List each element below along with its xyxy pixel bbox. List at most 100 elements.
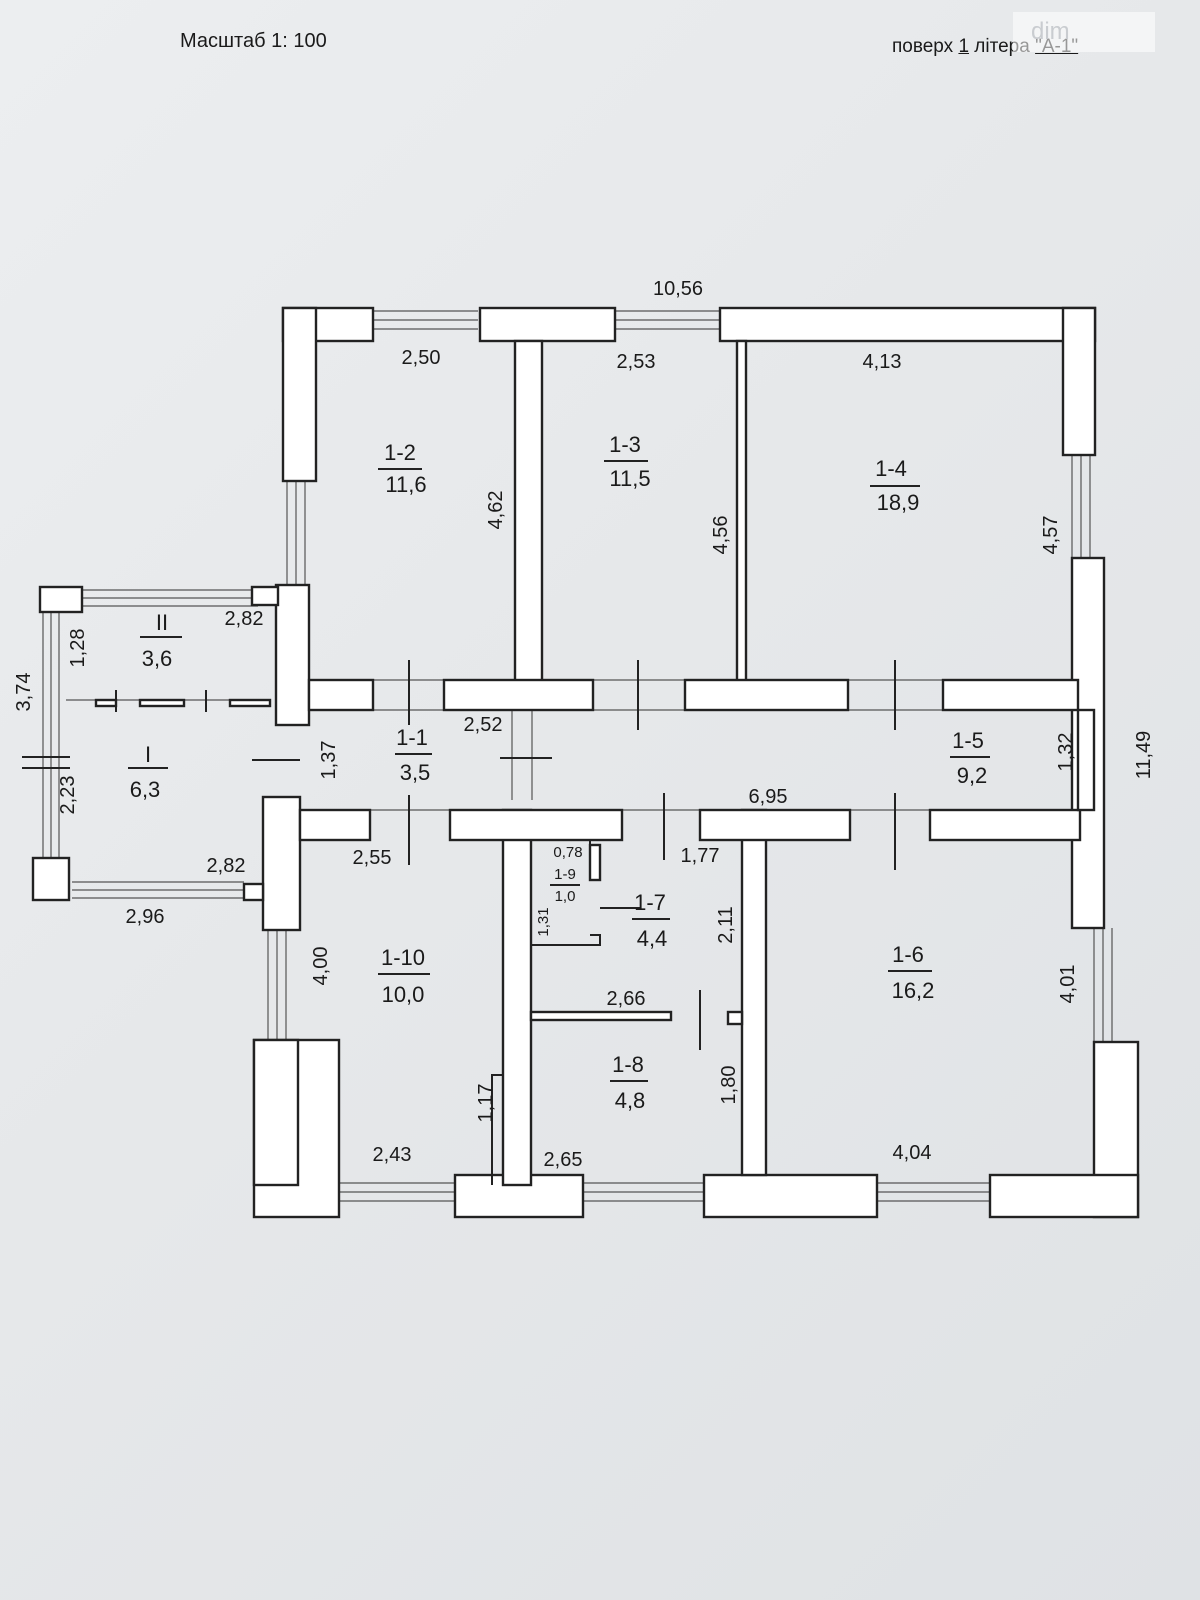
wall-corr-top-1 bbox=[307, 678, 375, 712]
veranda-partition-2 bbox=[138, 698, 186, 708]
room-1-10-label: 1-10 10,0 bbox=[378, 945, 430, 1007]
svg-text:1-8: 1-8 bbox=[612, 1052, 644, 1077]
room-1-1-label: 1-1 3,5 bbox=[395, 725, 432, 785]
svg-text:2,11: 2,11 bbox=[715, 906, 737, 943]
svg-text:3,5: 3,5 bbox=[400, 760, 431, 785]
walls bbox=[31, 306, 1140, 1219]
veranda-wall-top-left bbox=[38, 585, 84, 614]
wall-1-5-right bbox=[1076, 708, 1096, 812]
window-left-1-10 bbox=[267, 930, 287, 1040]
veranda-wall-bottom-left bbox=[31, 856, 71, 902]
room-1-3-label: 1-3 11,5 bbox=[604, 432, 651, 491]
wall-right-top bbox=[1061, 306, 1097, 457]
wall-1-8-1-6 bbox=[740, 808, 768, 1177]
veranda-glazing-top bbox=[78, 589, 258, 607]
svg-text:2,82: 2,82 bbox=[225, 608, 264, 630]
svg-text:2,52: 2,52 bbox=[464, 714, 503, 736]
veranda-partition-3 bbox=[228, 698, 272, 708]
svg-text:2,55: 2,55 bbox=[353, 847, 392, 869]
svg-text:6,3: 6,3 bbox=[130, 777, 161, 802]
wall-1-3-1-4 bbox=[735, 339, 748, 683]
dimension-labels: 10,56 2,50 2,53 4,13 4,62 4,56 4,57 11,4… bbox=[13, 278, 1155, 1171]
wall-corr-bot-2 bbox=[448, 808, 624, 842]
svg-text:2,43: 2,43 bbox=[373, 1144, 412, 1166]
svg-text:4,8: 4,8 bbox=[615, 1088, 646, 1113]
svg-text:4,04: 4,04 bbox=[893, 1142, 932, 1164]
closet-1-9-wall bbox=[531, 934, 601, 946]
wall-left-upper bbox=[281, 306, 318, 483]
wall-left-entry-lower bbox=[261, 795, 302, 932]
wall-1-10-1-8 bbox=[501, 808, 533, 1187]
svg-text:1,0: 1,0 bbox=[555, 888, 576, 905]
window-right-1-4 bbox=[1071, 455, 1091, 558]
wall-1-2-1-3 bbox=[513, 339, 544, 683]
room-1-9-label: 1-9 1,0 bbox=[550, 866, 580, 905]
svg-text:1,77: 1,77 bbox=[681, 845, 720, 867]
svg-text:4,57: 4,57 bbox=[1040, 516, 1062, 555]
wall-1-7-1-8-jamb bbox=[726, 1010, 744, 1026]
svg-text:6,95: 6,95 bbox=[749, 786, 788, 808]
svg-text:1,80: 1,80 bbox=[718, 1066, 740, 1105]
room-1-6-label: 1-6 16,2 bbox=[888, 942, 934, 1003]
svg-text:18,9: 18,9 bbox=[877, 490, 920, 515]
svg-text:2,65: 2,65 bbox=[544, 1149, 583, 1171]
wall-left-entry-upper bbox=[274, 583, 311, 727]
wall-corr-top-3 bbox=[683, 678, 850, 712]
svg-text:2,23: 2,23 bbox=[57, 776, 79, 815]
svg-text:10,0: 10,0 bbox=[382, 982, 425, 1007]
window-bottom-1-10 bbox=[340, 1182, 455, 1202]
window-top-1-3 bbox=[614, 310, 720, 330]
svg-text:4,56: 4,56 bbox=[710, 516, 732, 555]
svg-text:2,96: 2,96 bbox=[126, 906, 165, 928]
veranda-wall-top-right bbox=[250, 585, 280, 607]
svg-text:4,4: 4,4 bbox=[637, 926, 668, 951]
svg-text:I: I bbox=[145, 742, 151, 767]
svg-text:11,5: 11,5 bbox=[609, 466, 650, 491]
svg-text:2,50: 2,50 bbox=[402, 347, 441, 369]
svg-text:16,2: 16,2 bbox=[892, 978, 935, 1003]
svg-text:11,6: 11,6 bbox=[385, 472, 426, 497]
room-I-label: I 6,3 bbox=[128, 742, 168, 802]
room-1-4-label: 1-4 18,9 bbox=[870, 456, 920, 515]
svg-text:1-3: 1-3 bbox=[609, 432, 641, 457]
svg-text:1,31: 1,31 bbox=[535, 907, 552, 936]
floor-prefix: поверх bbox=[892, 36, 954, 57]
veranda-wall-bottom-right bbox=[242, 882, 265, 902]
room-1-2-label: 1-2 11,6 bbox=[378, 440, 427, 497]
svg-text:1-10: 1-10 bbox=[381, 945, 425, 970]
svg-text:II: II bbox=[156, 610, 168, 635]
svg-text:1-1: 1-1 bbox=[396, 725, 428, 750]
veranda-glazing-left bbox=[42, 612, 60, 860]
wall-bottom-right-corner bbox=[988, 1173, 1140, 1219]
svg-text:4,62: 4,62 bbox=[485, 491, 507, 530]
veranda-glazing-bottom bbox=[72, 881, 244, 899]
svg-text:2,53: 2,53 bbox=[617, 351, 656, 373]
window-bottom-1-6 bbox=[877, 1182, 990, 1202]
veranda-partition-1 bbox=[94, 698, 118, 708]
room-1-5-label: 1-5 9,2 bbox=[950, 728, 990, 788]
wall-corr-bot-1 bbox=[298, 808, 372, 842]
wall-corr-bot-3 bbox=[698, 808, 852, 842]
svg-text:1,17: 1,17 bbox=[475, 1084, 497, 1123]
dim-overall-height: 11,49 bbox=[1133, 731, 1155, 780]
room-1-8-label: 1-8 4,8 bbox=[610, 1052, 648, 1113]
window-bottom-1-8 bbox=[582, 1182, 704, 1202]
dim-overall-width: 10,56 bbox=[653, 278, 703, 300]
wall-bottom-right-pier bbox=[702, 1173, 879, 1219]
wall-top-mid-pier bbox=[478, 306, 617, 343]
window-left-1-2 bbox=[286, 481, 306, 585]
room-1-7-label: 1-7 4,4 bbox=[632, 890, 670, 951]
svg-text:1-6: 1-6 bbox=[892, 942, 924, 967]
svg-text:4,13: 4,13 bbox=[863, 351, 902, 373]
wall-top-right bbox=[718, 306, 1097, 343]
svg-text:1,37: 1,37 bbox=[318, 741, 340, 780]
room-II-label: II 3,6 bbox=[140, 610, 182, 671]
wall-left-lower bbox=[252, 1038, 300, 1187]
scale-label: Масштаб 1: 100 bbox=[180, 30, 327, 52]
svg-text:1-5: 1-5 bbox=[952, 728, 984, 753]
door-marks bbox=[22, 660, 896, 1050]
svg-text:2,82: 2,82 bbox=[207, 855, 246, 877]
svg-text:4,00: 4,00 bbox=[310, 947, 332, 986]
closet-1-9-jamb bbox=[588, 843, 602, 882]
